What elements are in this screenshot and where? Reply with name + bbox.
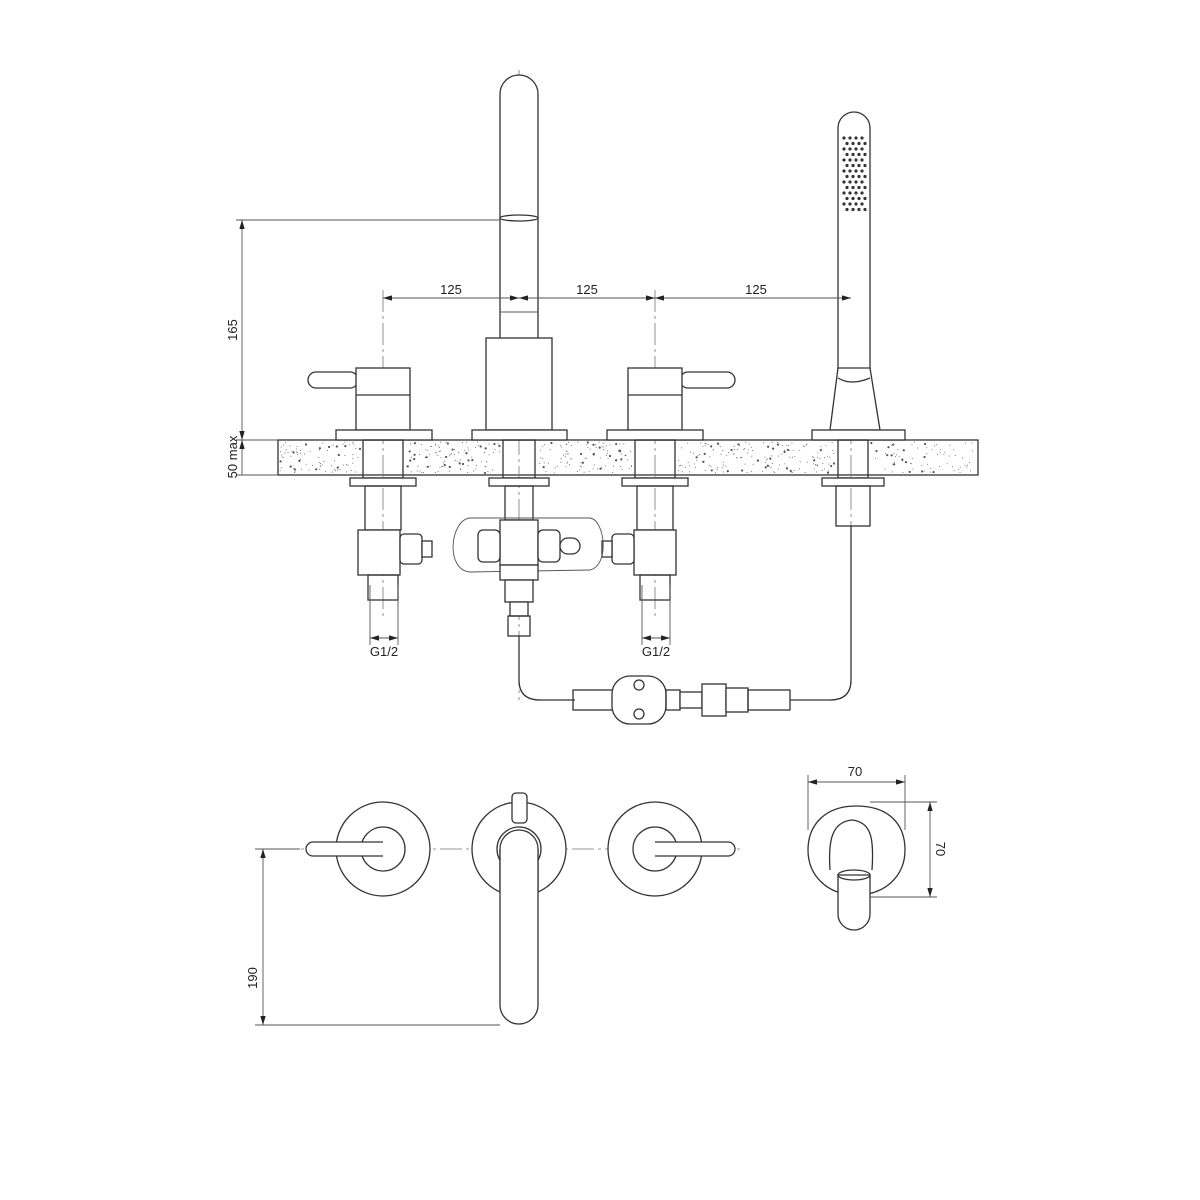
dim-deck-thickness: 50 max xyxy=(225,435,240,478)
right-valve-plan xyxy=(607,801,736,897)
dim-spout-reach: 190 xyxy=(245,967,260,989)
shower-hose xyxy=(518,526,852,725)
dimension-lines-plan xyxy=(255,775,937,1026)
hand-shower-elevation xyxy=(811,111,906,527)
dim-inlet-left: G1/2 xyxy=(370,644,398,659)
spout-elevation xyxy=(452,74,604,637)
dim-holder-width: 70 xyxy=(848,764,862,779)
dim-holder-depth: 70 xyxy=(933,842,948,856)
right-valve-elevation xyxy=(601,367,736,601)
left-valve-plan xyxy=(305,801,431,897)
hand-shower-plan xyxy=(807,805,906,931)
left-valve-elevation xyxy=(307,367,433,601)
plan-view xyxy=(255,775,937,1026)
dim-spacing-2: 125 xyxy=(576,282,598,297)
dim-inlet-right: G1/2 xyxy=(642,644,670,659)
spout-plan xyxy=(471,792,567,1025)
deck-speckle-texture xyxy=(279,441,973,475)
dim-spacing-3: 125 xyxy=(745,282,767,297)
dimension-lines-elevation xyxy=(236,219,851,645)
dim-spout-height: 165 xyxy=(225,319,240,341)
dim-spacing-1: 125 xyxy=(440,282,462,297)
centerlines xyxy=(382,70,852,700)
shower-nozzles xyxy=(842,136,867,212)
